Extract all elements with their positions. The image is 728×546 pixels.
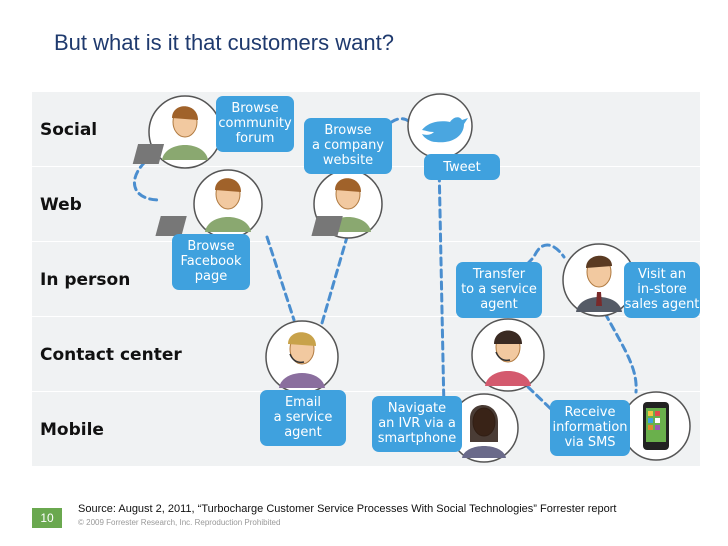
row-band-contact-center: [32, 317, 700, 391]
bubble-email-agent: Email a service agent: [260, 390, 346, 446]
path-tweet-to-ivr: [437, 160, 446, 412]
journey-diagram: Social Web In person Contact center Mobi…: [32, 92, 700, 466]
bubble-browse-facebook: Browse Facebook page: [172, 234, 250, 290]
twitter-bird-icon: [407, 93, 473, 159]
page-number: 10: [32, 508, 62, 528]
bubble-visit-store-label: Visit an in-store sales agent: [624, 267, 700, 312]
service-agent-headset-icon: [265, 320, 339, 394]
bubble-browse-website: Browse a company website: [304, 118, 392, 174]
path-to-transfer: [500, 243, 566, 292]
smartphone-icon: [621, 391, 691, 461]
bubble-email-agent-label: Email a service agent: [273, 395, 333, 440]
bubble-browse-facebook-label: Browse Facebook page: [180, 239, 242, 284]
path-forum-to-facebook: [133, 160, 162, 202]
bubble-tweet-label: Tweet: [443, 160, 481, 175]
bubble-navigate-ivr: Navigate an IVR via a smartphone: [372, 396, 462, 452]
customer-phone-icon: [449, 393, 519, 463]
service-agent-headset-icon: [471, 318, 545, 392]
icons-layer: [132, 93, 691, 463]
row-label-mobile: Mobile: [40, 420, 104, 440]
bubble-transfer-agent-label: Transfer to a service agent: [461, 267, 537, 312]
customer-laptop-icon: [155, 169, 263, 239]
bubble-browse-website-label: Browse a company website: [311, 123, 384, 168]
bubble-navigate-ivr-label: Navigate an IVR via a smartphone: [377, 401, 457, 446]
row-label-social: Social: [40, 120, 98, 140]
bubble-receive-sms: Receive information via SMS: [550, 400, 630, 456]
bubble-visit-store: Visit an in-store sales agent: [624, 262, 700, 318]
customer-laptop-icon: [311, 169, 383, 239]
path-facebook-to-email: [265, 235, 296, 322]
row-label-in-person: In person: [40, 270, 131, 290]
row-label-contact-center: Contact center: [40, 345, 182, 365]
slide-title: But what is it that customers want?: [54, 30, 394, 55]
copyright-notice: © 2009 Forrester Research, Inc. Reproduc…: [78, 518, 281, 527]
bubble-browse-forum-label: Browse community forum: [218, 101, 292, 146]
bubble-tweet: Tweet: [424, 154, 500, 180]
row-label-web: Web: [40, 195, 82, 215]
source-citation: Source: August 2, 2011, “Turbocharge Cus…: [78, 503, 617, 515]
bubble-transfer-agent: Transfer to a service agent: [456, 262, 542, 318]
customer-laptop-icon: [132, 95, 222, 169]
bubble-browse-forum: Browse community forum: [216, 96, 294, 152]
sales-agent-icon: [562, 243, 636, 317]
bubble-receive-sms-label: Receive information via SMS: [552, 405, 628, 450]
